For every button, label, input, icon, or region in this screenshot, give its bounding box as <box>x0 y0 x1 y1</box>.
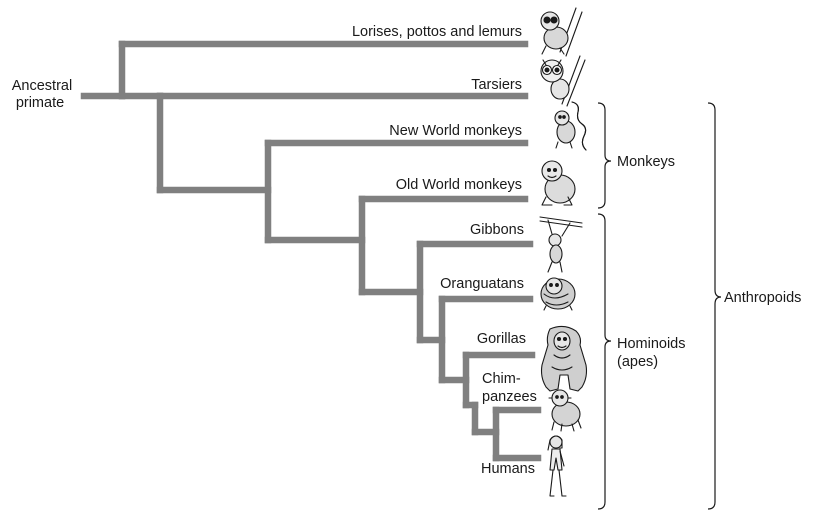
tarsier-icon <box>541 56 585 106</box>
label-orangutans: Oranguatans <box>440 276 524 292</box>
loris-icon <box>541 8 582 56</box>
label-hominoids: Hominoids (apes) <box>617 336 690 370</box>
brace-hominoids <box>598 214 611 509</box>
old-world-monkey-icon <box>542 161 575 205</box>
brace-monkeys <box>598 103 611 208</box>
label-anthropoids: Anthropoids <box>724 290 801 306</box>
gibbon-icon <box>540 217 582 272</box>
label-tarsiers: Tarsiers <box>471 77 522 93</box>
label-old-world-monkeys: Old World monkeys <box>396 177 522 193</box>
label-lorises: Lorises, pottos and lemurs <box>352 24 522 40</box>
phylogenetic-tree <box>84 44 538 458</box>
label-new-world-monkeys: New World monkeys <box>389 123 522 139</box>
group-labels: Monkeys Hominoids (apes) Anthropoids <box>617 154 801 370</box>
taxon-labels: Ancestral primate Lorises, pottos and le… <box>12 24 537 477</box>
label-monkeys: Monkeys <box>617 154 675 170</box>
label-humans: Humans <box>481 461 535 477</box>
label-gibbons: Gibbons <box>470 222 524 238</box>
label-gorillas: Gorillas <box>477 331 526 347</box>
orangutan-icon <box>541 278 575 310</box>
human-icon <box>548 436 566 496</box>
brace-anthropoids <box>708 103 721 509</box>
chimpanzee-icon <box>549 390 581 431</box>
label-chimpanzees: Chim- panzees <box>482 371 537 405</box>
gorilla-icon <box>542 326 587 391</box>
new-world-monkey-icon <box>555 102 586 150</box>
label-ancestral-primate: Ancestral primate <box>12 78 76 111</box>
